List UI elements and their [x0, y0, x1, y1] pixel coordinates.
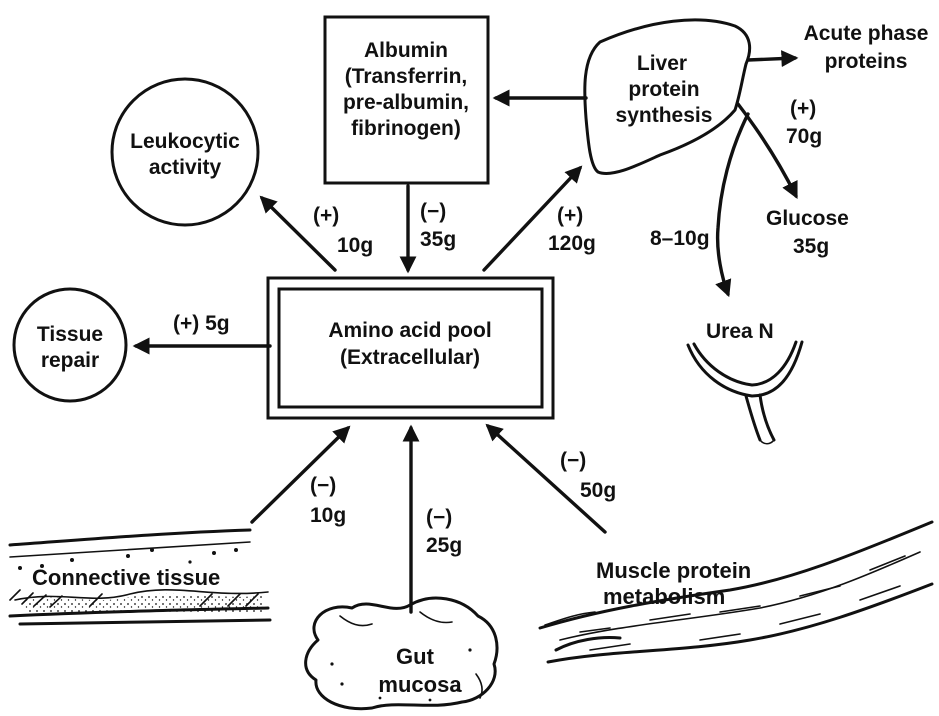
albumin-node: Albumin (Transferrin, pre-albumin, fibri…	[325, 17, 488, 183]
muscle-drawing	[540, 522, 932, 662]
muscle-label-2: metabolism	[603, 584, 725, 609]
albumin-label-4: fibrinogen)	[351, 117, 461, 140]
flow-gut-label: (−) 25g	[426, 506, 462, 557]
flow-albumin-sign: (−)	[420, 200, 446, 223]
albumin-label-2: (Transferrin,	[345, 65, 468, 88]
liver-label-1: Liver	[637, 52, 687, 75]
liver-label-3: synthesis	[616, 104, 713, 127]
flow-muscle-sign: (−)	[560, 449, 586, 472]
flow-liver-amount: 120g	[548, 232, 596, 255]
flow-glucose-sign: (+)	[790, 97, 816, 120]
flow-glucose-amount: 70g	[786, 125, 822, 148]
flow-urea-label: 8–10g	[650, 227, 710, 250]
flow-albumin-amount: 35g	[420, 228, 456, 251]
muscle-label-1: Muscle protein	[596, 558, 751, 583]
urea-drawing	[688, 342, 802, 444]
tissue-repair-node: Tissue repair	[14, 289, 126, 401]
acute-phase-node: Acute phase proteins	[804, 22, 929, 73]
leukocytic-label-2: activity	[149, 156, 222, 179]
flow-tissue-repair-label: (+) 5g	[173, 312, 230, 335]
urea-label: Urea N	[706, 320, 774, 343]
flow-leukocytic-sign: (+)	[313, 204, 339, 227]
flow-muscle-amount: 50g	[580, 479, 616, 502]
arrow-liver-to-acute-phase	[748, 58, 795, 60]
albumin-label-1: Albumin	[364, 39, 448, 62]
acute-phase-label-2: proteins	[825, 50, 908, 73]
glucose-node: Glucose 35g	[766, 207, 849, 258]
albumin-label-3: pre-albumin,	[343, 91, 469, 114]
flow-muscle-label: (−) 50g	[560, 449, 616, 502]
liver-node: Liver protein synthesis	[585, 20, 750, 174]
amino-pool-label-1: Amino acid pool	[328, 319, 491, 342]
flow-connective-sign: (−)	[310, 474, 336, 497]
connective-tissue-label: Connective tissue	[32, 565, 220, 590]
flow-liver-sign: (+)	[557, 204, 583, 227]
flow-liver-label: (+) 120g	[548, 204, 596, 255]
amino-pool-label-2: (Extracellular)	[340, 346, 480, 369]
arrow-liver-to-urea	[718, 114, 748, 294]
glucose-label: Glucose	[766, 207, 849, 230]
flow-leukocytic-amount: 10g	[337, 234, 373, 257]
flow-connective-label: (−) 10g	[310, 474, 346, 527]
glucose-amount: 35g	[793, 235, 829, 258]
gut-label-2: mucosa	[378, 672, 462, 697]
gut-label-1: Gut	[396, 644, 435, 669]
leukocytic-label-1: Leukocytic	[130, 130, 240, 153]
acute-phase-label-1: Acute phase	[804, 22, 929, 45]
liver-label-2: protein	[628, 78, 699, 101]
tissue-repair-label-1: Tissue	[37, 323, 103, 346]
flow-leukocytic-label: (+) 10g	[313, 204, 373, 257]
flow-albumin-label: (−) 35g	[420, 200, 456, 251]
leukocytic-node: Leukocytic activity	[112, 79, 258, 225]
tissue-repair-label-2: repair	[41, 349, 99, 372]
flow-connective-amount: 10g	[310, 504, 346, 527]
flow-gut-sign: (−)	[426, 506, 452, 529]
flow-gut-amount: 25g	[426, 534, 462, 557]
amino-acid-pool-node: Amino acid pool (Extracellular)	[268, 278, 553, 418]
flow-glucose-label: (+) 70g	[786, 97, 822, 148]
